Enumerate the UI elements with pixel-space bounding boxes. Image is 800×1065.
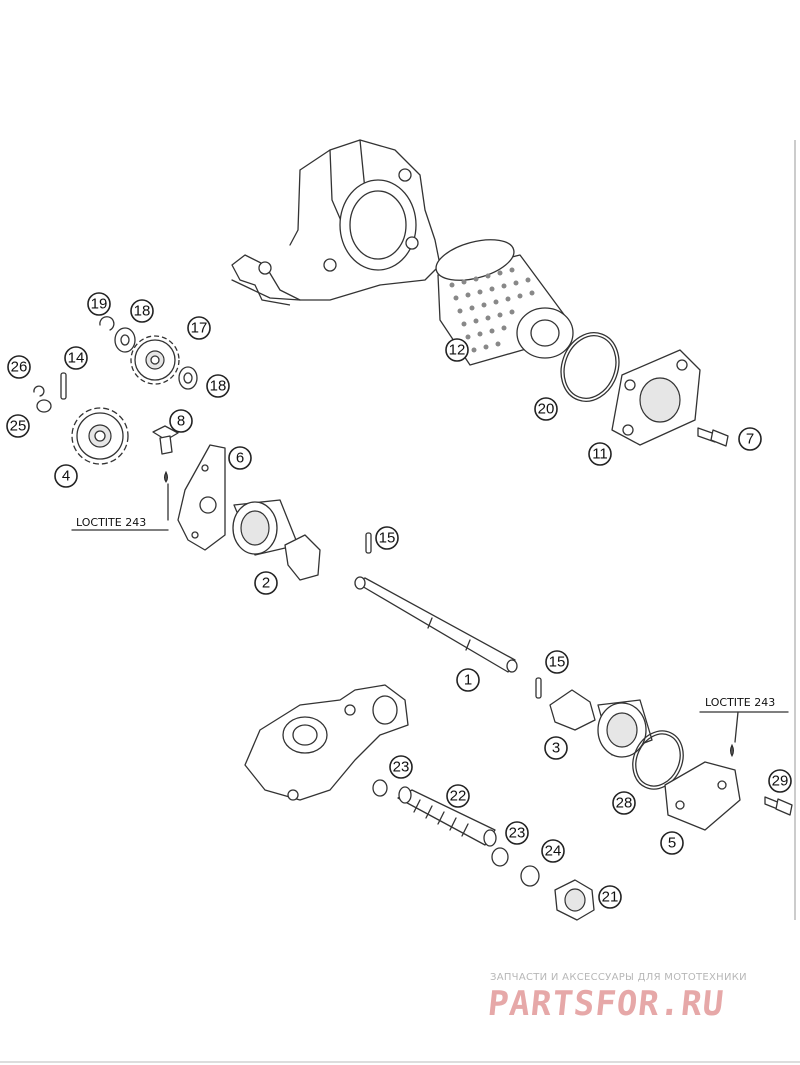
bolt-cover [697, 427, 729, 447]
callout-20: 20 [534, 397, 558, 421]
watermark-tagline: ЗАПЧАСТИ И АКСЕССУАРЫ ДЛЯ МОТОТЕХНИКИ [490, 972, 747, 983]
circlip-26 [33, 385, 45, 397]
loctite-label-left: LOCTITE 243 [76, 516, 146, 529]
pin-15-upper [365, 532, 372, 554]
svg-text:23: 23 [393, 759, 410, 776]
svg-text:20: 20 [538, 401, 555, 418]
oil-screen [397, 786, 497, 847]
washer-25 [36, 399, 52, 413]
gear-4 [71, 407, 129, 465]
svg-text:22: 22 [450, 788, 467, 805]
intermediate-plate [177, 444, 226, 551]
svg-text:3: 3 [552, 740, 560, 757]
svg-text:19: 19 [91, 296, 108, 313]
filter-cover [611, 349, 701, 446]
circlip-19 [99, 316, 115, 331]
o-ring-24 [520, 865, 540, 887]
callout-29: 29 [768, 769, 792, 793]
callout-14: 14 [64, 346, 88, 370]
callout-7: 7 [738, 427, 762, 451]
callout-24: 24 [541, 839, 565, 863]
callout-23-upper: 23 [389, 755, 413, 779]
o-ring-28 [632, 730, 684, 790]
svg-text:28: 28 [616, 795, 633, 812]
callout-25: 25 [6, 414, 30, 438]
callout-28: 28 [612, 791, 636, 815]
oil-pump-rotor-2 [232, 499, 321, 581]
svg-text:5: 5 [668, 835, 676, 852]
svg-text:24: 24 [545, 843, 562, 860]
svg-text:15: 15 [549, 654, 566, 671]
engine-case-upper [231, 139, 441, 306]
pin-15-lower [535, 677, 542, 699]
svg-text:25: 25 [10, 418, 27, 435]
svg-text:6: 6 [236, 450, 244, 467]
svg-text:12: 12 [449, 342, 466, 359]
callout-21: 21 [598, 885, 622, 909]
callout-12: 12 [445, 338, 469, 362]
screw-8 [152, 425, 179, 483]
svg-text:1: 1 [464, 672, 472, 689]
callout-15-lower: 15 [545, 650, 569, 674]
callout-15-upper: 15 [375, 526, 399, 550]
callout-26: 26 [7, 355, 31, 379]
svg-text:8: 8 [177, 413, 185, 430]
callout-2: 2 [254, 571, 278, 595]
svg-text:17: 17 [191, 320, 208, 337]
washer-18b [178, 366, 198, 390]
oil-filter [435, 239, 574, 366]
svg-text:14: 14 [68, 350, 85, 367]
callout-3: 3 [544, 736, 568, 760]
oil-pump-rotor-3 [549, 689, 653, 758]
svg-text:26: 26 [11, 359, 28, 376]
screw-29 [764, 796, 793, 816]
pin-14 [60, 372, 67, 400]
o-ring-23a [372, 779, 388, 797]
washer-18a [114, 327, 136, 353]
callout-1: 1 [456, 668, 480, 692]
svg-text:21: 21 [602, 889, 619, 906]
drain-plug [554, 879, 595, 921]
svg-text:7: 7 [746, 431, 754, 448]
callout-11: 11 [588, 442, 612, 466]
callout-5: 5 [660, 831, 684, 855]
svg-text:2: 2 [262, 575, 270, 592]
callout-18-lower: 18 [206, 374, 230, 398]
callout-22: 22 [446, 784, 470, 808]
svg-text:23: 23 [509, 825, 526, 842]
callout-23-lower: 23 [505, 821, 529, 845]
svg-text:4: 4 [62, 468, 70, 485]
svg-text:18: 18 [210, 378, 227, 395]
loctite-label-right: LOCTITE 243 [705, 696, 775, 709]
pump-cover-5 [664, 761, 741, 831]
callout-18-upper: 18 [130, 299, 154, 323]
svg-text:15: 15 [379, 530, 396, 547]
pump-shaft [354, 576, 518, 673]
svg-text:18: 18 [134, 303, 151, 320]
callout-4: 4 [54, 464, 78, 488]
svg-text:11: 11 [592, 446, 608, 463]
o-ring-filter [560, 332, 620, 402]
o-ring-23b [491, 847, 509, 867]
gear-17 [130, 335, 180, 385]
callout-6: 6 [228, 446, 252, 470]
callout-8: 8 [169, 409, 193, 433]
callout-17: 17 [187, 316, 211, 340]
engine-case-lower [244, 684, 409, 801]
watermark-logo: PARTSFOR.RU [485, 984, 727, 1024]
callout-19: 19 [87, 292, 111, 316]
svg-text:29: 29 [772, 773, 789, 790]
